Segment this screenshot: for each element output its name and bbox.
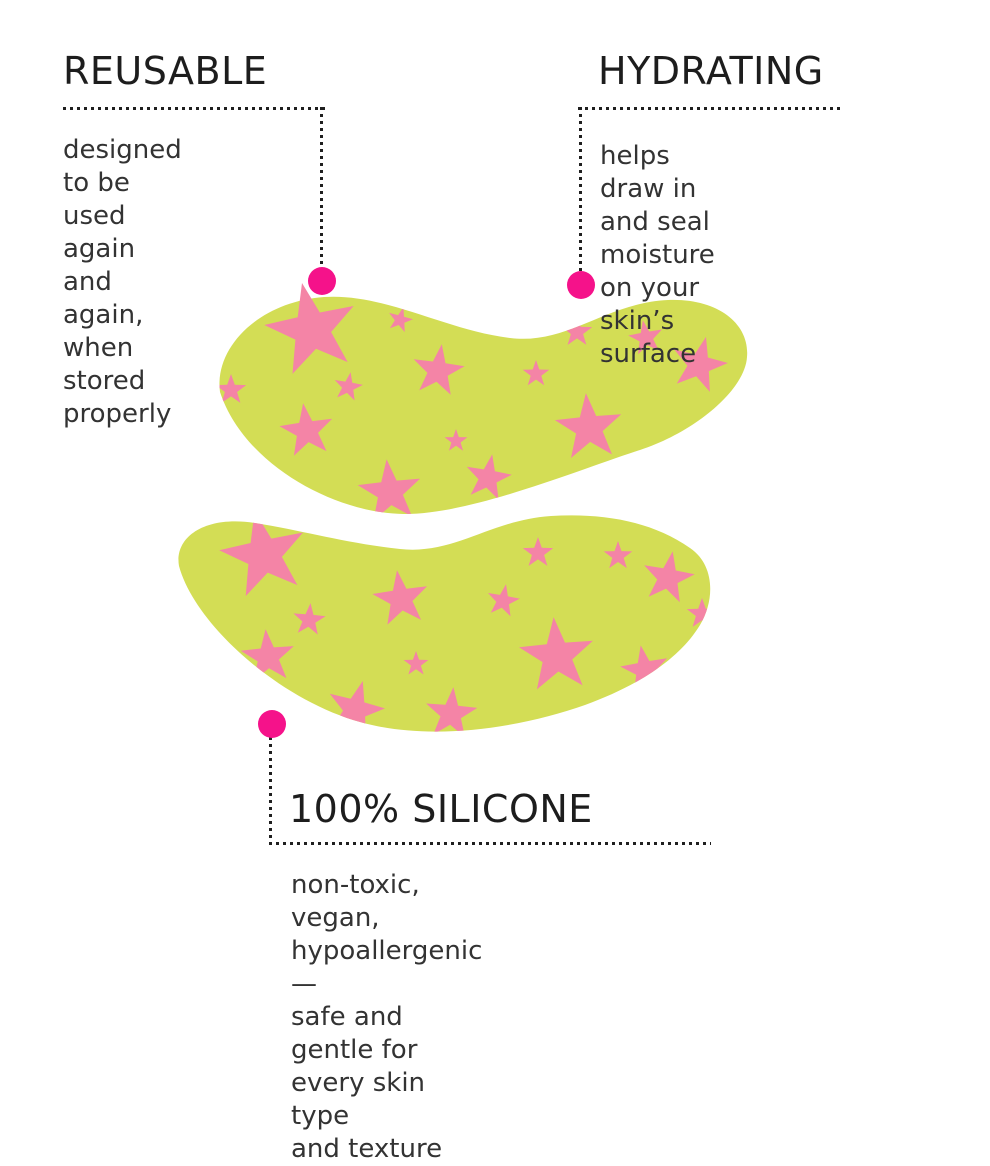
- star-icon: [522, 360, 550, 386]
- reusable-marker-dot: [308, 267, 336, 295]
- star-icon: [554, 393, 622, 458]
- star-icon: [403, 651, 429, 675]
- reusable-connector-horizontal: [63, 107, 325, 110]
- star-icon: [389, 307, 413, 333]
- star-icon: [561, 316, 593, 345]
- star-icon: [219, 374, 247, 403]
- star-icon: [279, 403, 333, 456]
- star-icon: [722, 410, 748, 445]
- star-icon: [686, 598, 711, 627]
- hydrating-title: HYDRATING: [598, 49, 824, 93]
- star-icon: [522, 537, 554, 566]
- star-icon: [466, 454, 512, 500]
- hydrating-connector-vertical: [579, 107, 582, 272]
- silicone-marker-dot: [258, 710, 286, 738]
- silicone-description: non-toxic, vegan, hypoallergenic— safe a…: [291, 870, 483, 1164]
- star-icon: [413, 344, 465, 395]
- silicone-title: 100% SILICONE: [289, 787, 593, 831]
- hydrating-connector-horizontal: [578, 107, 840, 110]
- star-icon: [264, 283, 354, 374]
- silicone-connector-vertical: [269, 737, 272, 844]
- star-icon: [444, 429, 468, 451]
- star-icon: [426, 687, 478, 732]
- reusable-connector-vertical: [320, 107, 323, 268]
- star-icon: [644, 551, 695, 603]
- top-eye-patch: [219, 296, 748, 515]
- star-icon: [334, 372, 363, 401]
- infographic-canvas: REUSABLE designed to be used again and a…: [63, 49, 840, 1164]
- reusable-title: REUSABLE: [63, 49, 268, 93]
- star-icon: [519, 617, 593, 690]
- star-icon: [628, 320, 662, 355]
- reusable-description: designed to be used again and again, whe…: [63, 135, 182, 429]
- star-icon: [372, 570, 428, 625]
- star-icon: [469, 515, 493, 526]
- product-illustration: [178, 283, 748, 732]
- star-icon: [293, 603, 326, 635]
- star-icon: [240, 629, 294, 681]
- star-icon: [603, 541, 633, 569]
- silicone-connector-horizontal: [269, 842, 711, 845]
- star-icon: [357, 459, 421, 515]
- star-icon: [674, 336, 728, 392]
- star-icon: [178, 594, 197, 623]
- hydrating-description: helps draw in and seal moisture on your …: [600, 141, 715, 369]
- star-icon: [488, 584, 520, 617]
- hydrating-marker-dot: [567, 271, 595, 299]
- star-icon: [219, 515, 303, 597]
